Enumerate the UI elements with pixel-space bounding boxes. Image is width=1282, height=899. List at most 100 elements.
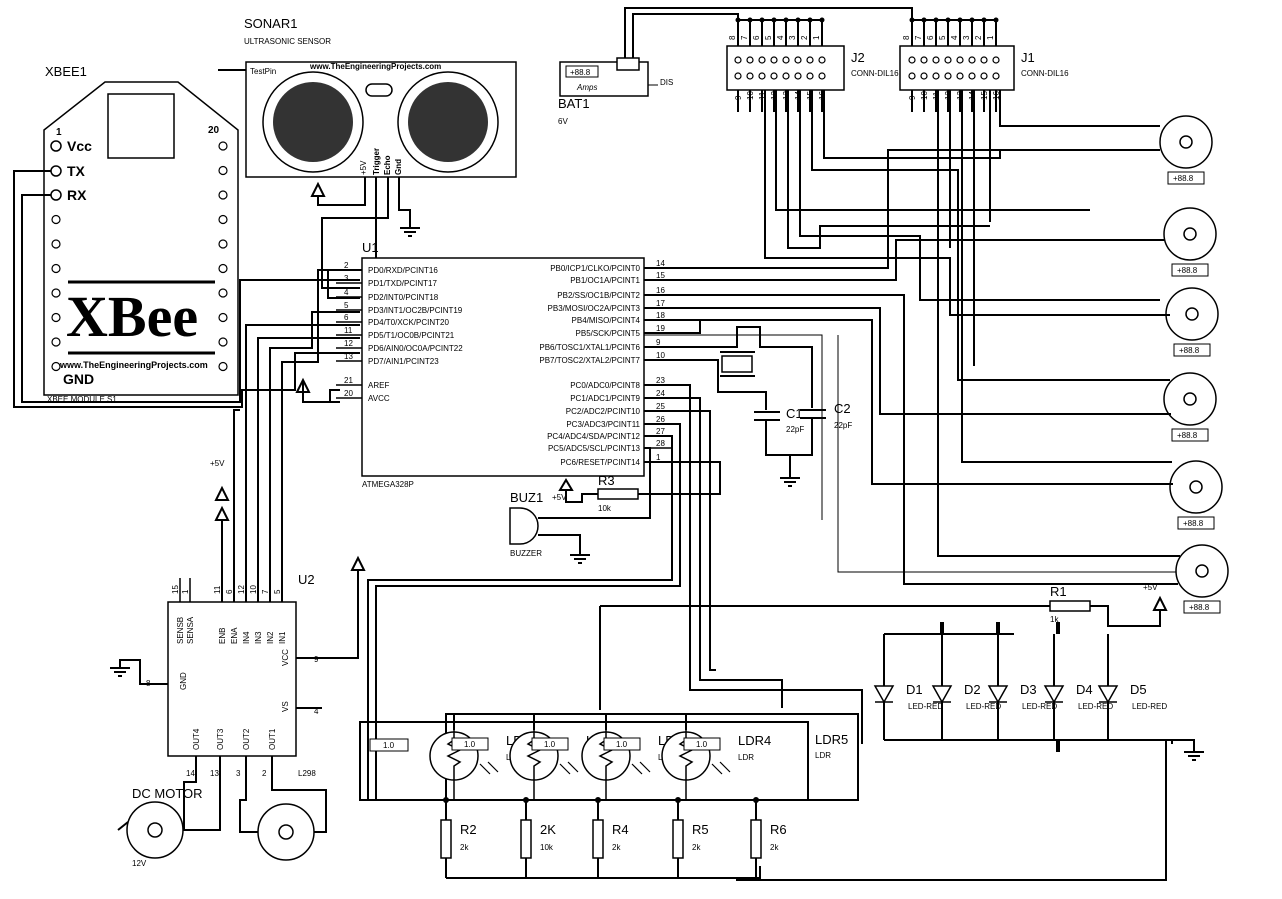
side-motor-meter-value: +88.8 [1183, 519, 1204, 528]
sonar-module[interactable]: SONAR1 ULTRASONIC SENSOR www.TheEngineer… [218, 16, 517, 178]
motor-driver-l298[interactable]: U2 L298 15SENSB1SENSA11ENB6ENA12IN410IN3… [146, 572, 319, 780]
sonar-power-arrow [310, 181, 326, 197]
c1-ref: C1 [786, 406, 803, 421]
connector-bottom-pin-num: 13 [956, 91, 965, 100]
xbee-outline [43, 81, 239, 396]
c2-ref: C2 [834, 401, 851, 416]
connector-bottom-pin-num: 10 [920, 91, 929, 100]
mcu-left-pin-num: 21 [344, 376, 353, 385]
battery-voltage: 6V [558, 117, 568, 126]
junction-dot [753, 797, 759, 803]
mcu-right-pin-num: 15 [656, 271, 665, 280]
xbee-left-pad [51, 263, 61, 274]
xbee-module-label: XBEE MODULE S1 [47, 395, 117, 404]
junction-dot [523, 797, 529, 803]
xbee-left-pad [51, 312, 61, 323]
wire-j2-14 [799, 90, 1160, 301]
motor-label: DC MOTOR [132, 786, 203, 801]
mcu-right-pin-num: 26 [656, 415, 665, 424]
side-motor-shaft [1195, 564, 1209, 578]
wire-pb5 [644, 319, 746, 334]
junction-dot [675, 797, 681, 803]
side-motor-shaft [1179, 135, 1193, 149]
mcu-right-pin-num: 16 [656, 286, 665, 295]
ldr-frame-inner [359, 721, 809, 801]
connector-bottom-pin-num: 15 [806, 91, 815, 100]
motor-left-shaft [147, 822, 163, 838]
driver-vcc-num: 9 [314, 655, 319, 664]
wire-r1 [1014, 605, 1161, 627]
connector-pin-pad [992, 56, 1000, 64]
connector-top-pin-num: 2 [800, 35, 809, 40]
battery[interactable]: +88.8 Amps DIS BAT1 6V [558, 57, 673, 126]
sonar-ref: SONAR1 [244, 16, 297, 31]
mcu-right-pin-num: 25 [656, 402, 665, 411]
junction-dot [443, 797, 449, 803]
resistor-value: 2k [612, 843, 621, 852]
connector-top-pin-num: 7 [740, 35, 749, 40]
connector-bottom-pin-num: 12 [770, 91, 779, 100]
mcu-left-pin-name: PD7/AIN1/PCINT23 [368, 357, 439, 366]
wire-in1 [281, 269, 360, 602]
mcu-left-pin-name: PD1/TXD/PCINT17 [368, 279, 437, 288]
side-motor-meter [1173, 343, 1211, 357]
ena-5v-label: +5V [210, 459, 225, 468]
connector-bottom-pin-num: 11 [758, 91, 767, 100]
wire-pb4 [644, 319, 1173, 485]
resistor-r1: R1 1k [1049, 584, 1091, 624]
ldr5-type: LDR [815, 751, 831, 760]
mcu-right-pin-name: PC5/ADC5/SCL/PCINT13 [548, 444, 641, 453]
resistor-body [750, 819, 762, 859]
driver-top-pin-name: SENSA [186, 616, 195, 644]
ldr-value: 1.0 [464, 740, 476, 749]
driver-vs-num: 4 [314, 707, 319, 716]
driver-bottom-pin-num: 14 [186, 769, 195, 778]
xbee-module[interactable]: XBEE1 1 20 Vcc TX RX GND XBee www.TheEng… [43, 64, 239, 404]
resistor-ref: R6 [770, 822, 787, 837]
xbee-gnd-label: GND [63, 371, 94, 387]
mcu-left-pin-num: 12 [344, 339, 353, 348]
j1-ref: J1 [1021, 50, 1035, 65]
connector-bottom-pin-num: 9 [908, 95, 917, 100]
xbee-right-pad [218, 190, 228, 200]
sonar-mesh-right [408, 82, 488, 162]
wire-j2-12 [775, 90, 1090, 211]
mcu-type: ATMEGA328P [362, 480, 414, 489]
led-diode-icon [987, 685, 1009, 704]
mcu-left-pin-name: PD4/T0/XCK/PCINT20 [368, 318, 449, 327]
driver-top-pin-num: 15 [171, 585, 180, 594]
wire-xbee-rx [21, 194, 360, 403]
connector-top-pin-num: 2 [974, 35, 983, 40]
driver-bottom-pin-name: OUT1 [268, 728, 277, 750]
wire-avcc [302, 389, 340, 403]
connector-pin-pad [908, 72, 916, 80]
driver-top-pin-num: 10 [249, 585, 258, 594]
buzzer-body [509, 507, 539, 545]
sonar-pin-trigger: Trigger [372, 148, 381, 175]
mcu-atmega328p[interactable]: U1 ATMEGA328P 2PD0/RXD/PCINT163PD1/TXD/P… [336, 240, 672, 489]
xbee-right-pad [218, 214, 228, 225]
connector-pin-pad [758, 72, 766, 80]
xbee-right-pad [218, 288, 228, 298]
xbee-right-pad [218, 361, 228, 372]
wire-j1-13 [961, 90, 1172, 463]
wire-xtal1 [644, 326, 813, 408]
buzzer: BUZ1 BUZZER [509, 447, 651, 558]
connector-top-pin-num: 8 [728, 35, 737, 40]
driver-top-pin-num: 5 [273, 589, 282, 594]
j1-type: CONN-DIL16 [1021, 69, 1069, 78]
wire-sonar-gnd [398, 177, 411, 228]
buzzer-type: BUZZER [510, 549, 542, 558]
led-type: LED-RED [1078, 702, 1113, 711]
wire-in2 [269, 311, 360, 602]
wire-led-gnd-bus [884, 739, 1173, 744]
side-motor-meter [1171, 428, 1209, 442]
driver-top-pin-num: 1 [181, 589, 190, 594]
junction-dot [595, 797, 601, 803]
mcu-left-pin-num: 2 [344, 261, 349, 270]
wire-j2-13 [787, 90, 990, 249]
j2-ref: J2 [851, 50, 865, 65]
side-motor-shaft [1185, 307, 1199, 321]
